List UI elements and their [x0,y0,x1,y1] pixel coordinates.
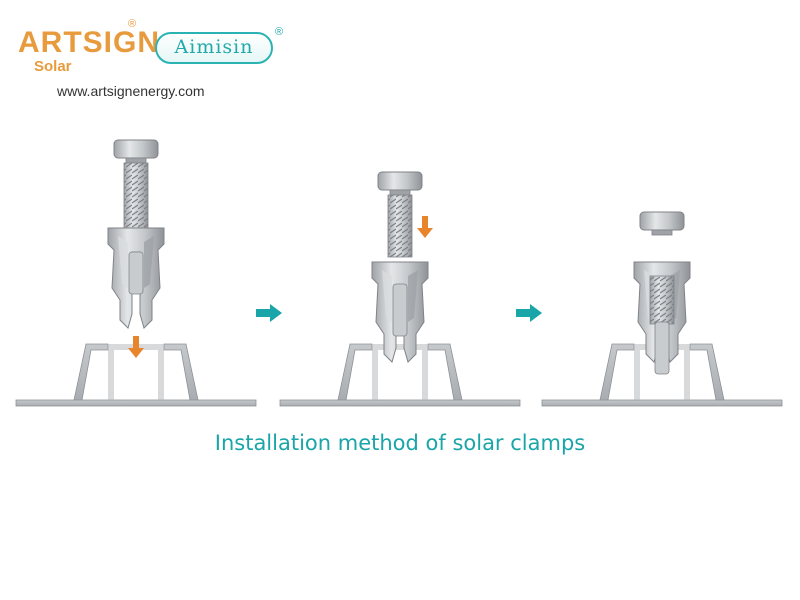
artsign-logo-subtext: Solar [34,58,72,75]
step-2-group [279,171,521,407]
diagram-caption: Installation method of solar clamps [214,431,586,455]
step-1-group [15,139,257,407]
artsign-registered-mark: ® [128,18,137,30]
aimisin-registered-mark: ® [275,26,284,38]
website-url: www.artsignenergy.com [57,83,205,99]
step-1-clamp-pin [128,251,144,295]
right-arrow-icon-1 [256,304,282,322]
artsign-logo: ARTSIGN ® Solar [18,18,159,80]
step-1-bolt-head [113,139,159,164]
step-2-bolt-thread [388,195,412,257]
aimisin-logo: Aimisin [155,32,273,64]
step-1-bolt-thread [124,163,148,228]
step-3-group [541,211,783,407]
step-3-bolt-thread [650,276,674,324]
step-3-clamp-pin [654,321,670,375]
step-3-bolt-head [639,211,685,236]
artsign-logo-text: ARTSIGN [18,26,160,59]
aimisin-logo-text: Aimisin [174,36,254,58]
step-2-bolt-head [377,171,423,196]
right-arrow-icon-2 [516,304,542,322]
step-2-down-arrow-icon [417,216,433,238]
step-2-clamp-pin [392,283,408,337]
step-2-rail [279,343,521,407]
